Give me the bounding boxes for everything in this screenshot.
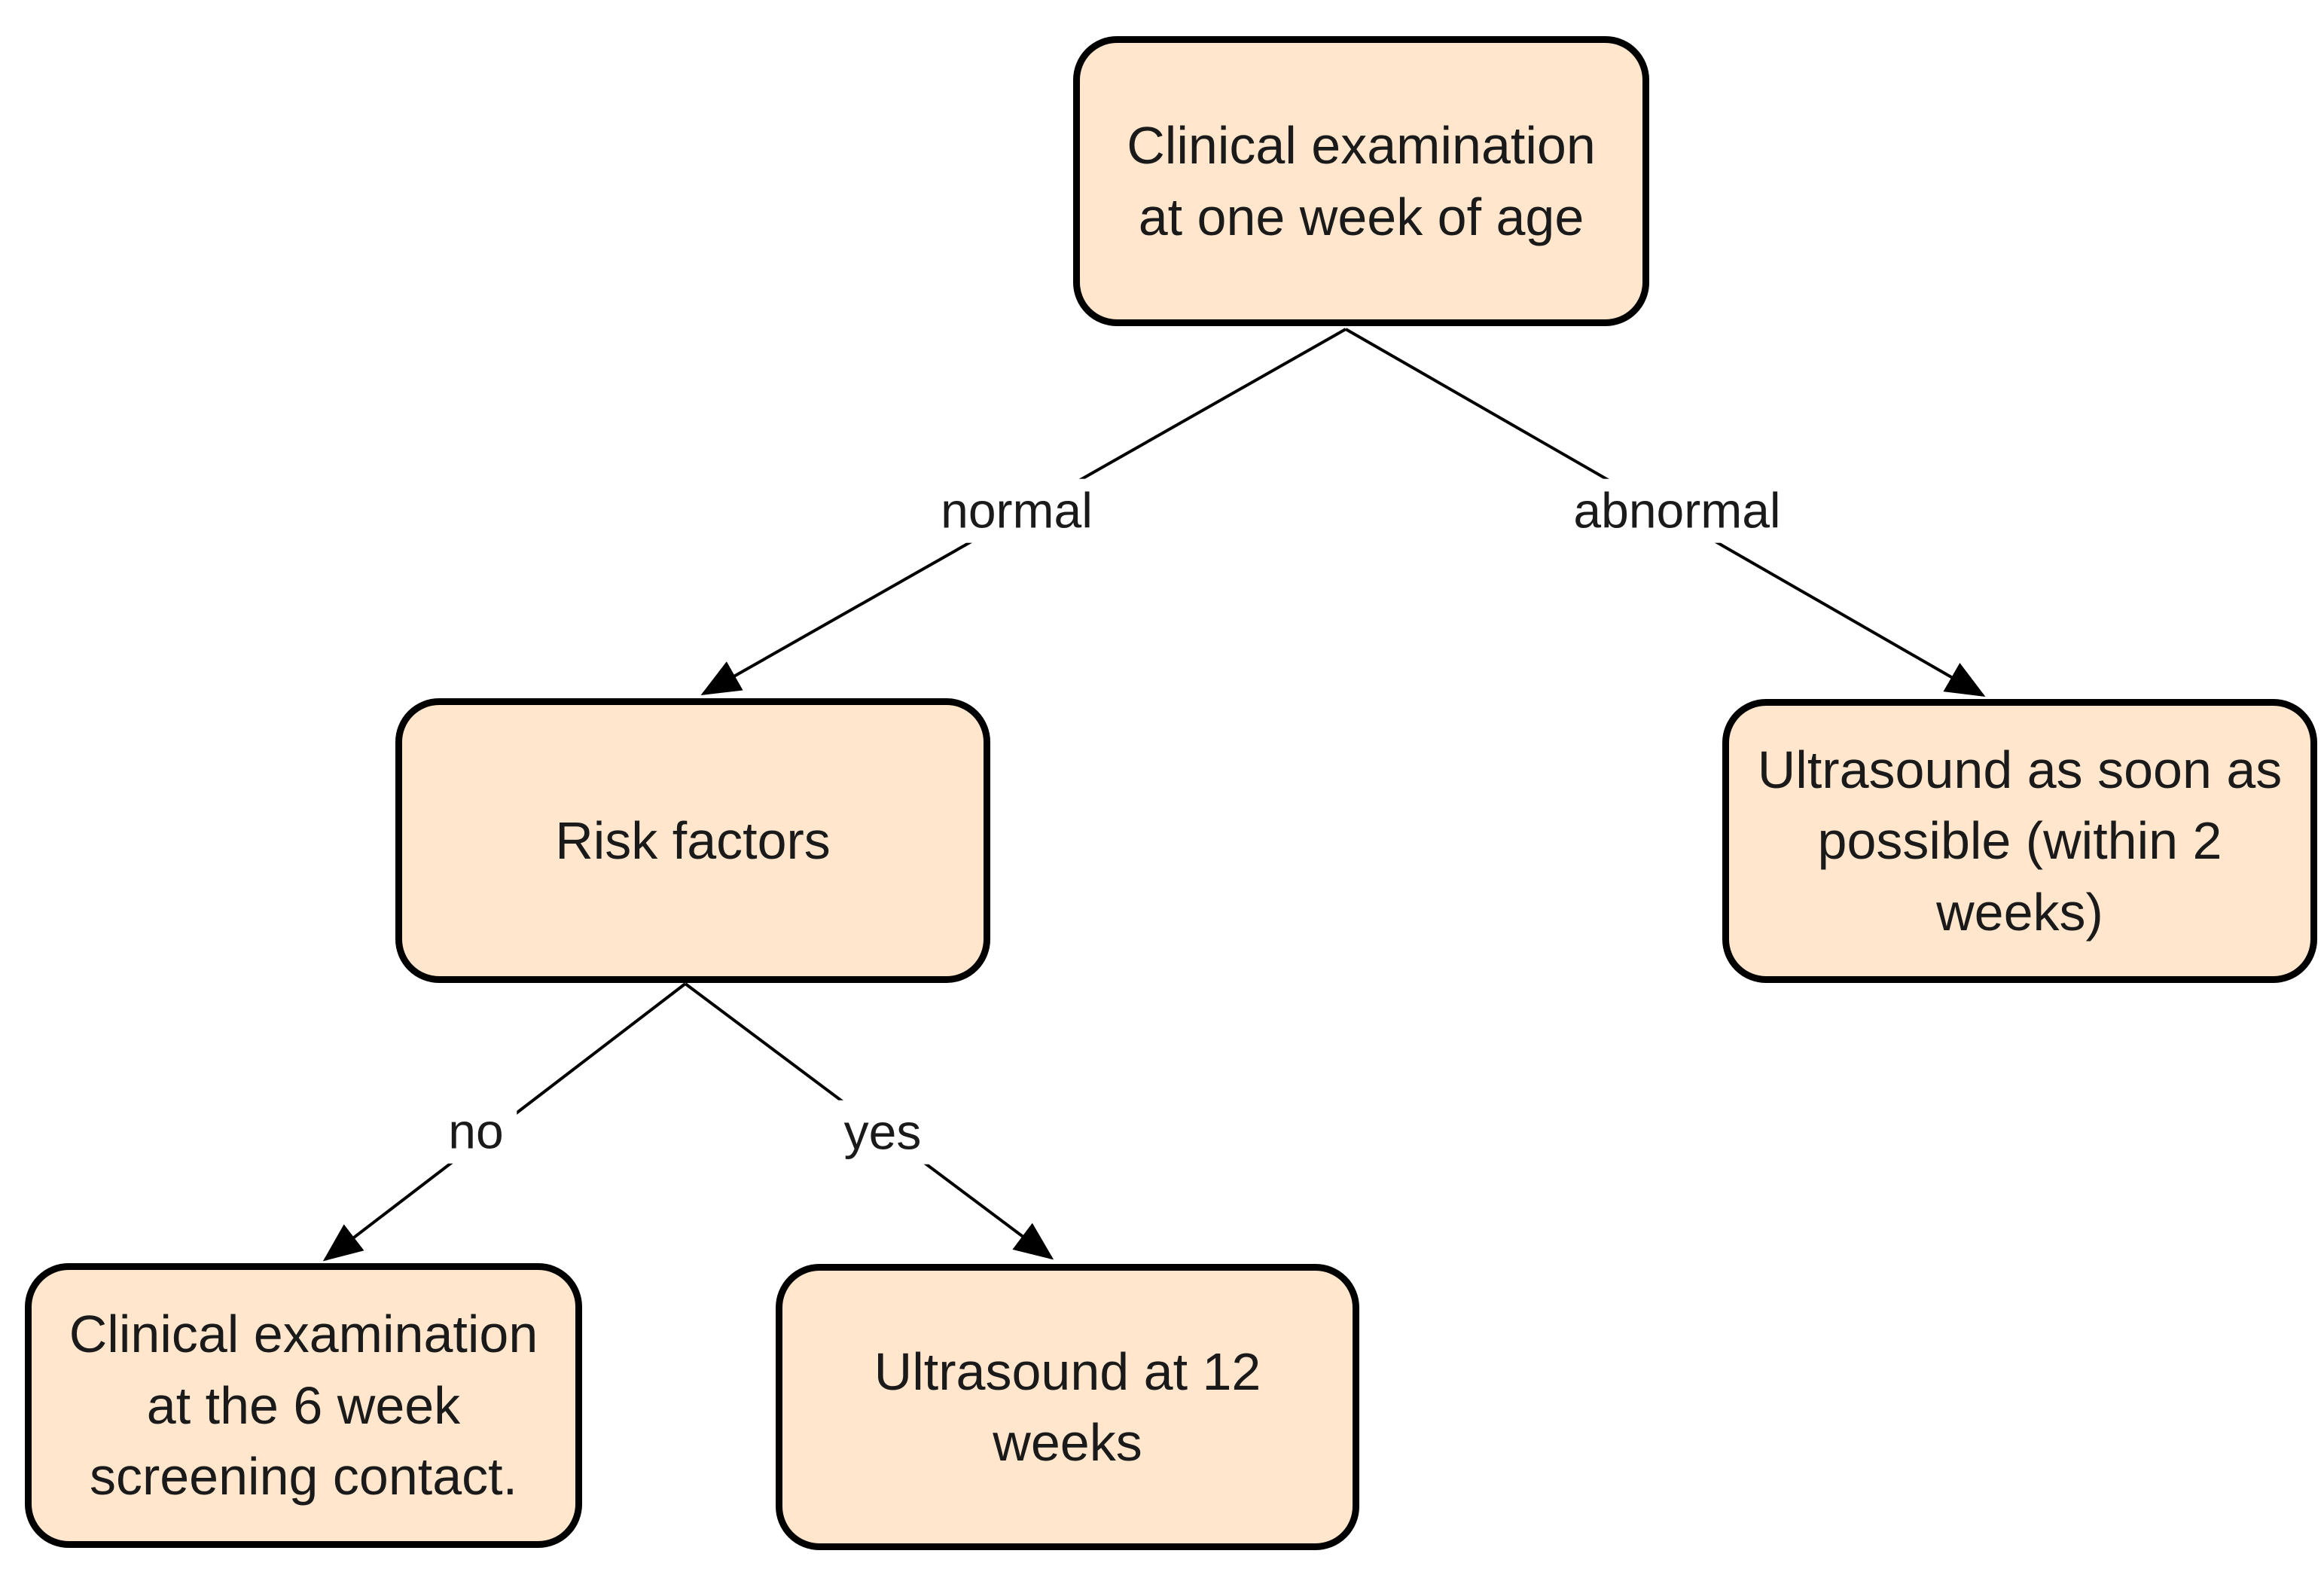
node-clinical-exam-week1: Clinical examination at one week of age <box>1073 36 1649 326</box>
node-risk-factors: Risk factors <box>395 698 990 983</box>
edge-label-normal: normal <box>927 478 1106 543</box>
node-ultrasound-12weeks: Ultrasound at 12 weeks <box>776 1264 1359 1550</box>
edge-label-abnormal: abnormal <box>1560 478 1795 543</box>
node-ultrasound-asap: Ultrasound as soon as possible (within 2… <box>1722 699 2317 983</box>
node-clinical-exam-6week: Clinical examination at the 6 week scree… <box>25 1263 582 1548</box>
edge-label-no: no <box>435 1099 517 1164</box>
edge-label-yes: yes <box>830 1100 935 1164</box>
